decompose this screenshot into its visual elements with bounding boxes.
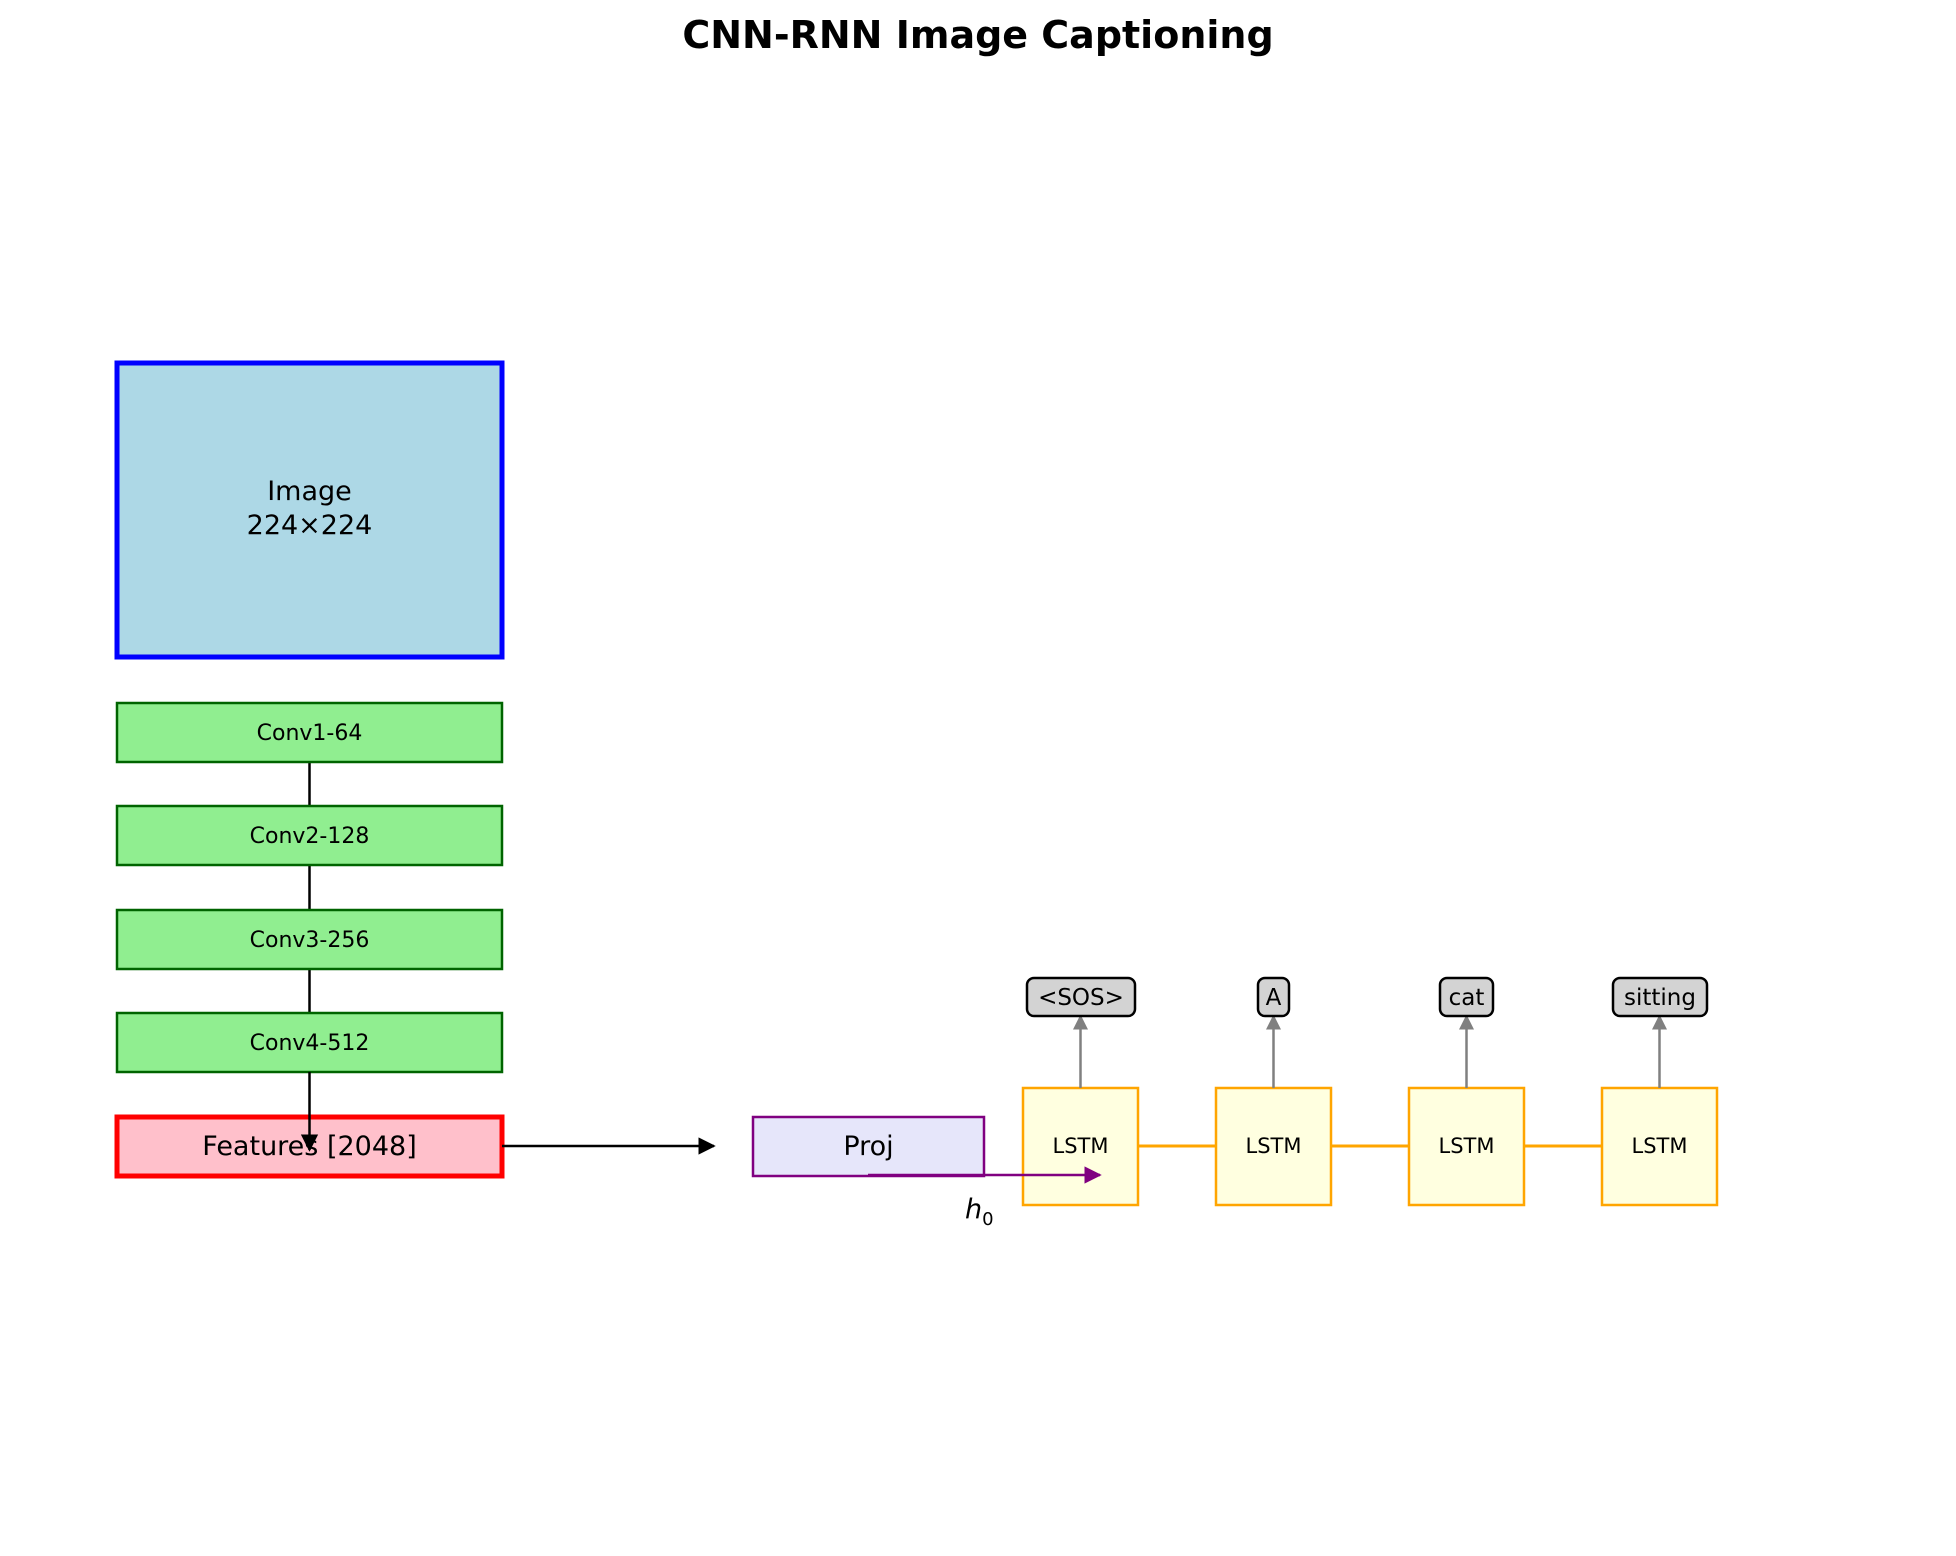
output-token-box <box>1256 976 1291 1018</box>
image-input-size: 224×224 <box>247 510 373 541</box>
image-input-block: Image 224×224 <box>114 360 505 660</box>
lstm-cell-1: LSTM <box>1021 1086 1140 1207</box>
lstm-cell-2: LSTM <box>1214 1086 1333 1207</box>
lstm-cell-3: LSTM <box>1407 1086 1526 1207</box>
output-token-label: <SOS> <box>1038 985 1124 1011</box>
output-token-4: sitting <box>1611 976 1709 1018</box>
lstm-cell-label: LSTM <box>1439 1134 1495 1158</box>
conv-layer-box <box>115 701 504 764</box>
conv-layer-label: Conv4-512 <box>250 1031 370 1056</box>
conv-layer-box <box>115 908 504 971</box>
conv-layer-2: Conv2-128 <box>115 804 504 867</box>
projection-block: Proj <box>751 1115 986 1178</box>
hidden-state-subscript: 0 <box>982 1209 993 1230</box>
output-token-1: <SOS> <box>1025 976 1137 1018</box>
lstm-cell-box <box>1600 1086 1719 1207</box>
output-token-3: cat <box>1438 976 1495 1018</box>
conv-layer-label: Conv1-64 <box>257 721 363 746</box>
lstm-cell-label: LSTM <box>1246 1134 1302 1158</box>
hidden-state-label: h0 <box>965 1194 994 1230</box>
hidden-state-symbol: h <box>965 1194 982 1225</box>
output-token-2: A <box>1256 976 1291 1018</box>
image-input-label: Image <box>267 476 352 507</box>
conv-layer-3: Conv3-256 <box>115 908 504 971</box>
conv-layer-4: Conv4-512 <box>115 1011 504 1074</box>
projection-box <box>751 1115 986 1178</box>
image-input-box <box>114 360 505 660</box>
conv-layer-label: Conv2-128 <box>250 824 370 849</box>
output-token-label: sitting <box>1624 985 1696 1011</box>
output-token-label: A <box>1266 985 1282 1011</box>
output-token-box <box>1611 976 1709 1018</box>
conv-layer-box <box>115 804 504 867</box>
projection-label: Proj <box>843 1131 893 1162</box>
lstm-cell-label: LSTM <box>1053 1134 1109 1158</box>
output-token-box <box>1438 976 1495 1018</box>
conv-layer-label: Conv3-256 <box>250 928 370 953</box>
conv-layer-1: Conv1-64 <box>115 701 504 764</box>
lstm-cell-4: LSTM <box>1600 1086 1719 1207</box>
diagram-title: CNN-RNN Image Captioning <box>682 13 1273 57</box>
output-token-label: cat <box>1449 985 1485 1011</box>
output-token-box <box>1025 976 1137 1018</box>
lstm-cell-box <box>1407 1086 1526 1207</box>
lstm-cell-label: LSTM <box>1632 1134 1688 1158</box>
